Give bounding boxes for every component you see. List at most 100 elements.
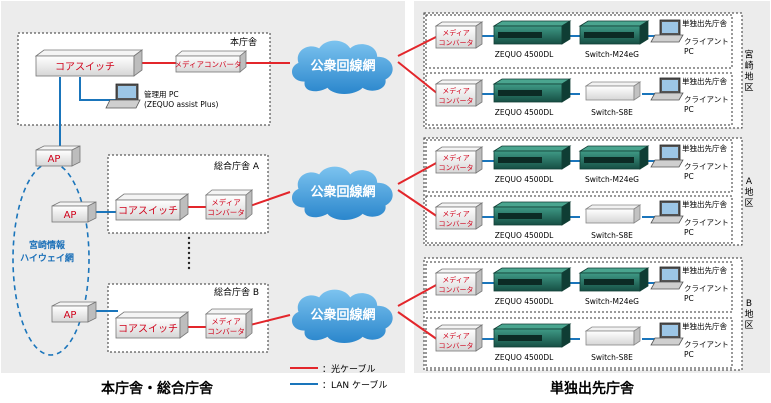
fiber-lines-left [140, 62, 291, 328]
legend-lan-label: ：LAN ケーブル [322, 379, 387, 391]
main-core-switch: コアスイッチ [34, 49, 144, 77]
office-a-core-switch: コアスイッチ [114, 193, 190, 221]
left-section-title: 本庁舎・総合庁舎 [101, 380, 214, 397]
region-label-char: 崎 [744, 60, 753, 72]
legend-fiber-label: ：光ケーブル [322, 363, 375, 375]
zequo-switch: ZEQUO 4500DL [492, 20, 572, 59]
switch-s8e: Switch-S8E [584, 204, 642, 240]
media-converter-label: メディア [442, 28, 470, 37]
media-converter-label: メディア [442, 86, 470, 95]
office-a-mc-sublabel: コンバータ [207, 208, 245, 217]
office-a-mc-label: メディア [211, 197, 240, 207]
client-pc-label: クライアント [684, 340, 729, 349]
ap-label: AP [64, 210, 77, 221]
region-label-char: 地 [744, 308, 753, 320]
fiber-lines-right [397, 35, 439, 341]
site-label: 単独出先庁舎 [682, 143, 727, 153]
office-a-label: 総合庁舎 A [214, 160, 260, 172]
ap-label: AP [64, 310, 77, 321]
laptop-icon [650, 77, 684, 101]
cloud-2: 公衆回線網 [291, 166, 393, 220]
media-converter: メディアコンバータ [434, 21, 484, 49]
cloud-label: 公衆回線網 [310, 307, 375, 323]
office-b-core-switch: コアスイッチ [114, 311, 190, 339]
zequo-switch: ZEQUO 4500DL [492, 267, 572, 306]
ap-label: AP [48, 154, 61, 165]
zequo-switch-label: ZEQUO 4500DL [495, 231, 554, 240]
office-b-mc-label: メディア [211, 316, 240, 326]
switch-m24eg: Switch-M24eG [578, 145, 650, 184]
client-pc-label: クライアント [684, 218, 729, 227]
cloud-1: 公衆回線網 [291, 40, 393, 94]
main-media-converter: メディアコンバータ [175, 50, 248, 73]
client-pc-sublabel: PC [684, 172, 694, 181]
site-label: 単独出先庁舎 [682, 76, 727, 86]
laptop-icon [650, 266, 684, 290]
switch-m24eg-label: Switch-M24eG [585, 297, 639, 306]
zequo-switch: ZEQUO 4500DL [492, 145, 572, 184]
client-pc-label: クライアント [684, 162, 729, 171]
client-pc-sublabel: PC [684, 228, 694, 237]
client-pc-sublabel: PC [684, 47, 694, 56]
zequo-switch-label: ZEQUO 4500DL [495, 353, 554, 362]
zequo-switch-label: ZEQUO 4500DL [495, 297, 554, 306]
switch-s8e-label: Switch-S8E [591, 231, 633, 240]
vertical-ellipsis [187, 236, 191, 270]
office-b-mc-sublabel: コンバータ [207, 327, 245, 336]
zequo-switch-label: ZEQUO 4500DL [495, 108, 554, 117]
client-pc-label: クライアント [684, 284, 729, 293]
office-a-media-converter: メディア コンバータ [204, 189, 254, 220]
office-b-core-switch-label: コアスイッチ [118, 323, 178, 335]
region-label-char: 区 [744, 320, 753, 331]
office-a-core-switch-label: コアスイッチ [118, 205, 178, 217]
region-label-char: 区 [744, 83, 753, 94]
switch-m24eg: Switch-M24eG [578, 20, 650, 59]
media-converter-sublabel: コンバータ [439, 96, 474, 105]
laptop-icon [650, 322, 684, 346]
cloud-label: 公衆回線網 [310, 184, 375, 200]
switch-m24eg: Switch-M24eG [578, 267, 650, 306]
media-converter: メディアコンバータ [434, 268, 484, 296]
main-office-label: 本庁舎 [230, 36, 257, 48]
switch-s8e-label: Switch-S8E [591, 353, 633, 362]
region-label-char: 地 [744, 71, 753, 83]
media-converter: メディアコンバータ [434, 79, 484, 107]
media-converter-label: メディア [442, 331, 470, 340]
switch-m24eg-label: Switch-M24eG [585, 50, 639, 59]
ap-2: AP [51, 201, 97, 223]
switch-m24eg-label: Switch-M24eG [585, 175, 639, 184]
switch-s8e-label: Switch-S8E [591, 108, 633, 117]
main-media-converter-label: メディアコンバータ [175, 59, 242, 69]
region-label-char: 区 [744, 198, 753, 209]
media-converter: メディアコンバータ [434, 202, 484, 230]
media-converter-sublabel: コンバータ [439, 285, 474, 294]
media-converter-label: メディア [442, 153, 470, 162]
zequo-switch: ZEQUO 4500DL [492, 323, 572, 362]
laptop-icon [105, 83, 141, 109]
main-core-switch-label: コアスイッチ [55, 61, 115, 73]
zequo-switch: ZEQUO 4500DL [492, 201, 572, 240]
cloud-label: 公衆回線網 [310, 58, 375, 74]
media-converter: メディアコンバータ [434, 324, 484, 352]
switch-s8e: Switch-S8E [584, 326, 642, 362]
switch-s8e: Switch-S8E [584, 81, 642, 117]
zequo-switch-label: ZEQUO 4500DL [495, 175, 554, 184]
region-label-char: 宮 [744, 49, 753, 61]
zequo-switch: ZEQUO 4500DL [492, 78, 572, 117]
media-converter-sublabel: コンバータ [439, 341, 474, 350]
highway-sublabel: ハイウェイ網 [20, 252, 74, 264]
media-converter-label: メディア [442, 209, 470, 218]
media-converter-sublabel: コンバータ [439, 38, 474, 47]
client-pc-sublabel: PC [684, 105, 694, 114]
region-label-char: A [746, 177, 753, 187]
ap-1: AP [35, 145, 81, 167]
media-converter-sublabel: コンバータ [439, 219, 474, 228]
